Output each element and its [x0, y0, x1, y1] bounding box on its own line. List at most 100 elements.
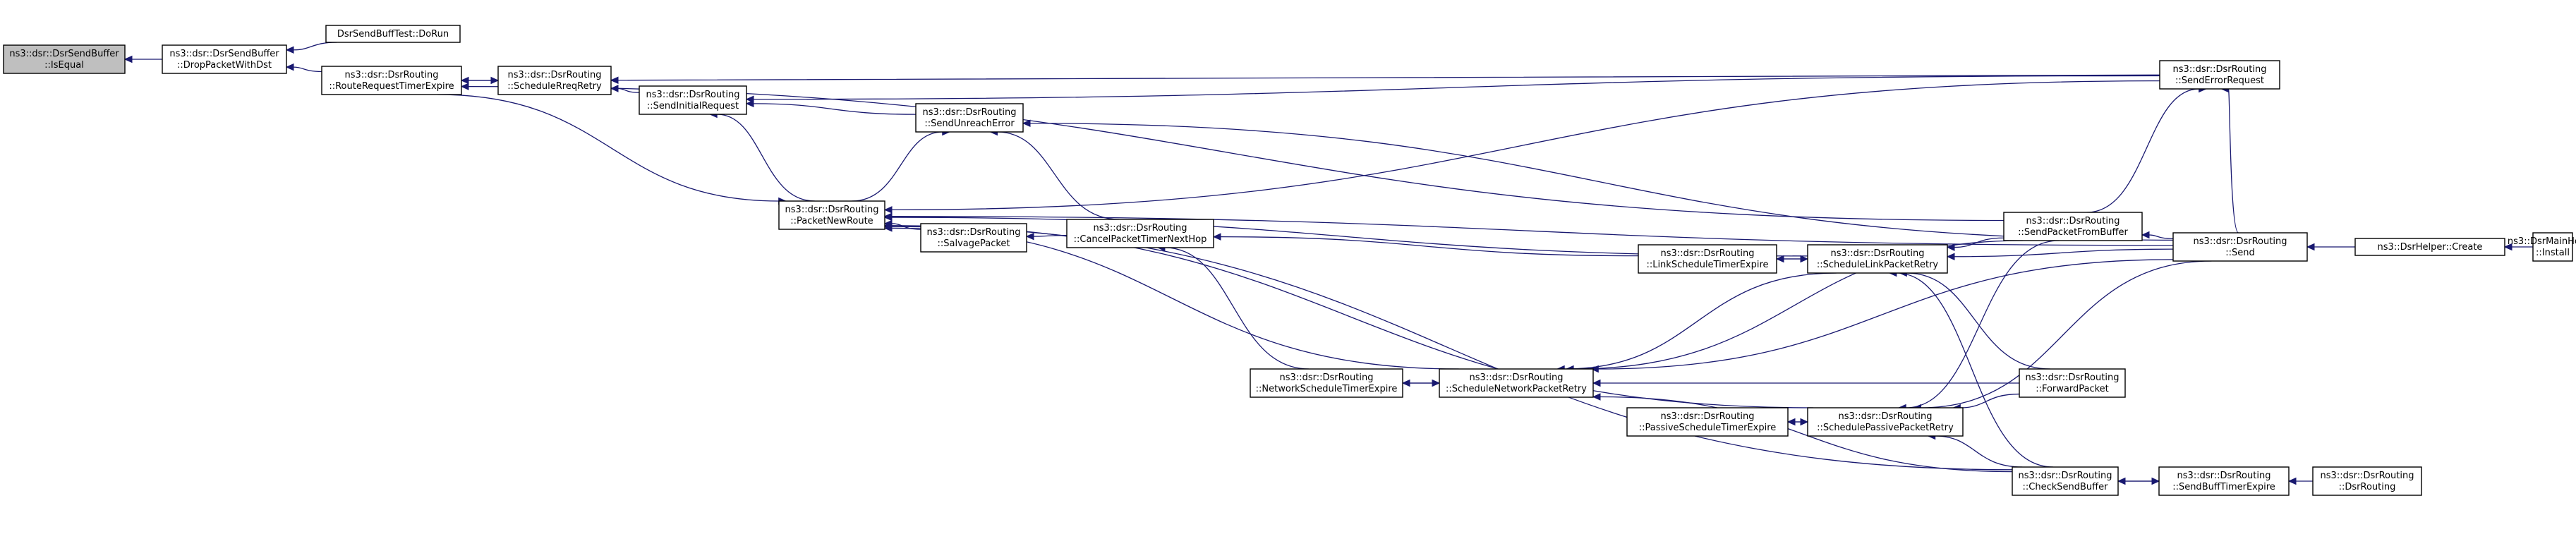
- edge-packetnewroute-to-sendunreacherror: [852, 128, 950, 202]
- edge-line: [293, 66, 322, 73]
- node-box: [497, 66, 612, 95]
- node-label-line: ns3::dsr::DsrRouting: [2321, 471, 2414, 481]
- node-label-line: ::CheckSendBuffer: [2023, 482, 2109, 492]
- edge-arrowhead: [2306, 243, 2315, 251]
- node-box: [2003, 212, 2143, 241]
- node-label-line: ::LinkScheduleTimerExpire: [1646, 260, 1768, 270]
- edge-line: [1029, 123, 2174, 241]
- node-box: [2159, 60, 2280, 90]
- edge-arrowhead: [883, 213, 893, 222]
- node-label-line: ns3::dsr::DsrRouting: [2019, 471, 2112, 481]
- edge-sendpacketfrombuffer-to-schedulenetworkretry: [1565, 240, 2023, 373]
- node-label-line: ns3::dsr::DsrRouting: [2177, 471, 2271, 481]
- node-send[interactable]: ns3::dsr::DsrRouting::Send: [2172, 232, 2308, 262]
- node-label-line: ns3::dsr::DsrRouting: [508, 70, 602, 80]
- node-label-line: ::SendUnreachError: [924, 119, 1015, 129]
- edge-line: [1906, 240, 2060, 408]
- node-label-line: ::ScheduleNetworkPacketRetry: [1446, 384, 1587, 394]
- edge-sendunreacherror-to-sendinitialrequest: [745, 99, 917, 115]
- node-schedulepassiveretry[interactable]: ns3::dsr::DsrRouting::SchedulePassivePac…: [1807, 407, 1964, 437]
- node-label-line: ::PassiveScheduleTimerExpire: [1639, 423, 1777, 433]
- node-salvagepacket[interactable]: ns3::dsr::DsrRouting::SalvagePacket: [920, 223, 1027, 253]
- node-box: [2312, 466, 2422, 496]
- node-routereqtimer[interactable]: ns3::dsr::DsrRouting::RouteRequestTimerE…: [321, 66, 462, 95]
- edge-sendpacketfrombuffer-to-schedulelinkretry: [1946, 237, 2004, 251]
- edge-line: [753, 103, 917, 115]
- node-label-line: ns3::DsrMainHelper: [2508, 236, 2576, 247]
- edge-line: [2227, 88, 2239, 234]
- node-box: [2172, 232, 2308, 262]
- edge-arrowhead: [1592, 379, 1601, 387]
- edge-forwardpacket-to-schedulenetworkretry: [1592, 379, 2019, 387]
- node-label-line: ns3::dsr::DsrSendBuffer: [169, 49, 279, 59]
- node-schedulereqretry[interactable]: ns3::dsr::DsrRouting::ScheduleRreqRetry: [497, 66, 612, 95]
- edge-arrowhead: [1022, 119, 1031, 127]
- node-packetnewroute[interactable]: ns3::dsr::DsrRouting::PacketNewRoute: [778, 200, 885, 230]
- edge-arrowhead: [1432, 379, 1441, 387]
- edge-dorun-to-droppacket: [285, 42, 337, 54]
- node-cancelpackettimer[interactable]: ns3::dsr::DsrRouting::CancelPacketTimerN…: [1066, 219, 1214, 248]
- edge-line: [1906, 272, 2050, 370]
- edge-arrowhead: [1212, 233, 1221, 241]
- node-senderrorrequest[interactable]: ns3::dsr::DsrRouting::SendErrorRequest: [2159, 60, 2280, 90]
- node-label-line: ::ForwardPacket: [2036, 384, 2109, 394]
- node-linkscheduletimer[interactable]: ns3::dsr::DsrRouting::LinkScheduleTimerE…: [1638, 244, 1777, 274]
- node-box: [1638, 244, 1777, 274]
- edge-checksendbuffer-to-schedulepassiveretry: [1927, 432, 2023, 468]
- edge-line: [1896, 272, 2054, 468]
- node-sendunreacherror[interactable]: ns3::dsr::DsrRouting::SendUnreachError: [915, 103, 1024, 133]
- edge-line: [1598, 259, 2174, 370]
- node-label-line: ::ScheduleRreqRetry: [507, 81, 602, 92]
- edge-arrowhead: [123, 55, 133, 63]
- edge-arrowhead: [490, 76, 500, 85]
- node-dorun[interactable]: DsrSendBuffTest::DoRun: [325, 25, 461, 43]
- node-droppacket[interactable]: ns3::dsr::DsrSendBuffer::DropPacketWithD…: [162, 44, 287, 74]
- edge-send-to-senderrorrequest: [2220, 85, 2239, 234]
- node-helpercreate[interactable]: ns3::DsrHelper::Create: [2354, 238, 2505, 256]
- node-dsrrouting[interactable]: ns3::dsr::DsrRouting::DsrRouting: [2312, 466, 2422, 496]
- node-box: [3, 44, 126, 74]
- node-label-line: ::RouteRequestTimerExpire: [329, 81, 454, 92]
- node-box: [325, 25, 461, 43]
- node-label-line: ::CancelPacketTimerNextHop: [1074, 234, 1207, 245]
- node-box: [1807, 407, 1964, 437]
- node-label-line: ns3::dsr::DsrRouting: [1831, 248, 1925, 259]
- node-label-line: ns3::dsr::DsrRouting: [345, 70, 439, 80]
- node-sendbufftimer[interactable]: ns3::dsr::DsrRouting::SendBuffTimerExpir…: [2158, 466, 2290, 496]
- edge-arrowhead: [2141, 231, 2150, 239]
- node-box: [321, 66, 462, 95]
- edge-line: [891, 216, 2174, 246]
- node-checksendbuffer[interactable]: ns3::dsr::DsrRouting::CheckSendBuffer: [2012, 466, 2119, 496]
- node-passivescheduletimer[interactable]: ns3::dsr::DsrRouting::PassiveScheduleTim…: [1626, 407, 1789, 437]
- edge-arrowhead: [285, 46, 294, 54]
- node-box: [1807, 244, 1948, 274]
- node-box: [1250, 368, 1403, 398]
- node-sendpacketfrombuffer[interactable]: ns3::dsr::DsrRouting::SendPacketFromBuff…: [2003, 212, 2143, 241]
- node-label-line: ns3::DsrHelper::Create: [2378, 242, 2483, 253]
- node-isequal[interactable]: ns3::dsr::DsrSendBuffer::IsEqual: [3, 44, 126, 74]
- edge-sendpacketfrombuffer-to-routereqtimer: [460, 83, 2004, 222]
- edge-packetnewroute-to-sendinitialrequest: [708, 110, 815, 202]
- node-mainhelperinstall[interactable]: ns3::DsrMainHelper::Install: [2508, 232, 2576, 262]
- edge-arrowhead: [1800, 255, 1809, 263]
- node-label-line: ns3::dsr::DsrRouting: [1839, 411, 1933, 422]
- node-box: [1066, 219, 1214, 248]
- node-label-line: ns3::dsr::DsrRouting: [1094, 223, 1187, 234]
- edge-arrowhead: [883, 206, 893, 214]
- edge-arrowhead: [610, 76, 619, 85]
- node-label-line: ::SalvagePacket: [937, 238, 1010, 249]
- edge-networkscheduletimer-to-cancelpackettimer: [1156, 243, 1310, 370]
- node-box: [1626, 407, 1789, 437]
- edge-helpercreate-to-send: [2306, 243, 2355, 251]
- node-networkscheduletimer[interactable]: ns3::dsr::DsrRouting::NetworkScheduleTim…: [1250, 368, 1403, 398]
- node-schedulenetworkretry[interactable]: ns3::dsr::DsrRouting::ScheduleNetworkPac…: [1439, 368, 1594, 398]
- node-schedulelinkretry[interactable]: ns3::dsr::DsrRouting::ScheduleLinkPacket…: [1807, 244, 1948, 274]
- node-sendinitialrequest[interactable]: ns3::dsr::DsrRouting::SendInitialRequest: [639, 85, 747, 115]
- edge-line: [617, 74, 2160, 81]
- node-label-line: ns3::dsr::DsrRouting: [2173, 64, 2267, 75]
- edge-arrowhead: [1025, 232, 1034, 241]
- node-label-line: ns3::dsr::DsrRouting: [1661, 248, 1755, 259]
- node-box: [2158, 466, 2290, 496]
- node-forwardpacket[interactable]: ns3::dsr::DsrRouting::ForwardPacket: [2019, 368, 2126, 398]
- node-box: [920, 223, 1027, 253]
